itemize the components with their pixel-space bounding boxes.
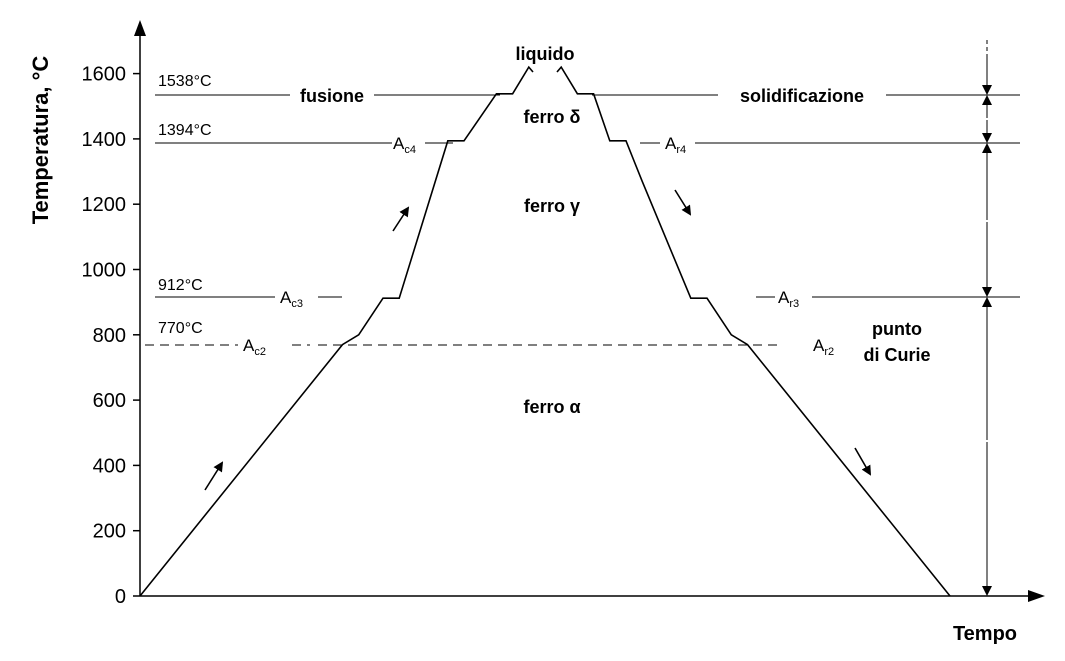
temp-label-1394: 1394°C <box>158 122 212 139</box>
temp-label-912: 912°C <box>158 277 203 294</box>
series-line <box>139 65 534 597</box>
annotation-solidification: solidificazione <box>740 86 864 106</box>
heating-arrow-icon <box>204 461 224 491</box>
y-ticks: 0 200 400 600 800 1000 1200 1400 1600 <box>82 64 140 608</box>
direction-arrows <box>204 189 871 491</box>
y-tick-label: 1200 <box>82 194 127 216</box>
critical-point-ar2: Ar2 <box>813 336 834 358</box>
y-tick-label: 0 <box>115 586 126 608</box>
critical-point-ac4: Ac4 <box>393 134 416 156</box>
x-axis-arrow-icon <box>1028 590 1045 602</box>
y-tick-label: 200 <box>93 521 126 543</box>
series-line <box>556 65 951 597</box>
y-tick-label: 1600 <box>82 64 127 86</box>
y-axis-arrow-icon <box>134 20 146 36</box>
phase-label-alpha: ferro α <box>523 397 580 417</box>
temp-label-770: 770°C <box>158 320 203 337</box>
y-tick-label: 1400 <box>82 129 127 151</box>
y-tick-label: 600 <box>93 390 126 412</box>
y-tick-label: 800 <box>93 325 126 347</box>
annotation-curie-line2: di Curie <box>863 345 930 365</box>
y-tick-label: 1000 <box>82 260 127 282</box>
phase-label-liquid: liquido <box>516 44 575 64</box>
cooling-arrow-icon <box>674 189 692 216</box>
critical-point-ac3: Ac3 <box>280 288 303 310</box>
annotation-fusion: fusione <box>300 86 364 106</box>
x-axis-label: Tempo <box>953 623 1017 645</box>
temp-label-1538: 1538°C <box>158 73 212 90</box>
phase-label-gamma: ferro γ <box>524 196 580 216</box>
axes <box>134 20 1045 602</box>
reference-lines <box>145 94 1020 346</box>
y-tick-label: 400 <box>93 455 126 477</box>
critical-point-ar3: Ar3 <box>778 288 799 310</box>
phase-label-delta: ferro δ <box>524 107 581 127</box>
heating-arrow-icon <box>392 206 410 232</box>
critical-point-ar4: Ar4 <box>665 134 686 156</box>
annotation-curie-line1: punto <box>872 319 922 339</box>
critical-point-ac2: Ac2 <box>243 336 266 358</box>
cooling-arrow-icon <box>854 447 871 476</box>
y-axis-label: Temperatura, °C <box>28 56 53 225</box>
